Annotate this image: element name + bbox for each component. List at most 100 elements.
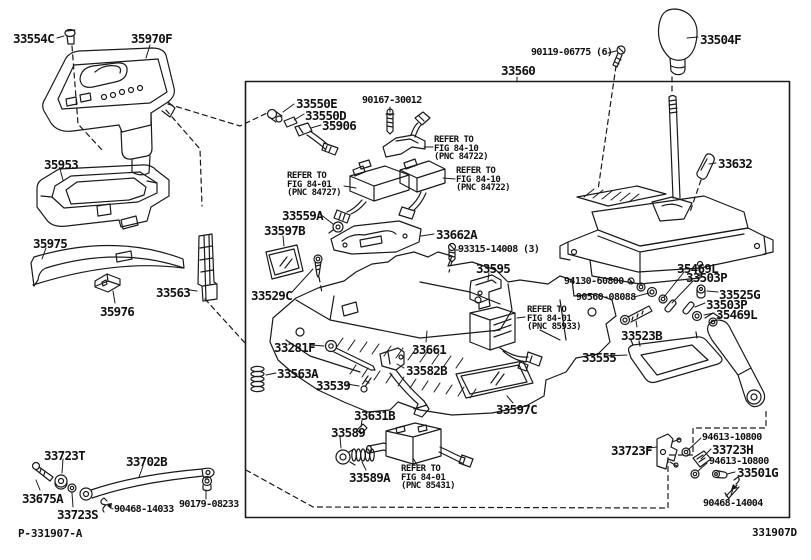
part-label-33550D: 33550D — [305, 108, 347, 123]
part-label-33563: 33563 — [156, 285, 191, 300]
part-94613-10800-washer-1 — [681, 447, 691, 457]
part-90179-08233-nut — [201, 475, 213, 492]
part-33529C-bolt — [313, 254, 323, 278]
leader-lines — [35, 35, 738, 510]
part-label-33281F: 33281F — [274, 340, 316, 355]
part-label-33550E: 33550E — [296, 96, 338, 111]
part-label-33504F: 33504F — [700, 32, 742, 47]
part-90167-30012-bolt — [385, 108, 395, 135]
part-label-90179-08233: 90179-08233 — [179, 499, 239, 510]
part-33723S-ring — [67, 483, 77, 493]
part-label-33723F: 33723F — [611, 443, 653, 458]
part-35469L-ring-2 — [691, 310, 703, 322]
part-33595-bracket — [469, 274, 502, 310]
part-label-35970F: 35970F — [131, 31, 173, 46]
part-90560-08088-washer — [636, 282, 658, 298]
part-label-33661: 33661 — [412, 342, 447, 357]
part-label-33675A: 33675A — [22, 491, 64, 506]
part-33597B-pad — [265, 244, 304, 280]
part-label-refer-8410-2: REFER TO FIG 84-10 (PNC 84722) — [456, 166, 511, 193]
part-label-33632: 33632 — [718, 156, 753, 171]
part-90468-14033-clip — [100, 497, 108, 513]
part-33504F-knob — [657, 8, 698, 76]
part-label-33501G: 33501G — [737, 465, 779, 480]
part-label-33597B: 33597B — [264, 223, 306, 238]
part-33702B-control-rod — [79, 467, 215, 501]
part-label-33595: 33595 — [476, 261, 511, 276]
part-label-33529C: 33529C — [251, 288, 293, 303]
part-33281F-rod — [324, 339, 376, 371]
part-label-35976: 35976 — [100, 304, 135, 319]
part-label-33723H: 33723H — [712, 442, 754, 457]
part-label-90167-30012: 90167-30012 — [362, 95, 422, 106]
part-label-90119-06775: 90119-06775 (6) — [531, 47, 613, 58]
part-label-33503P-2: 33503P — [706, 297, 748, 312]
part-label-35953: 35953 — [44, 157, 79, 172]
part-label-refer-8401-2: REFER TO FIG 84-01 (PNC 85431) — [401, 464, 456, 491]
part-33523B-bolt — [619, 305, 653, 326]
part-label-33631B: 33631B — [354, 408, 396, 423]
part-33503P-pin-2 — [682, 301, 695, 315]
part-pnc85933-ecu — [469, 306, 543, 372]
part-33723F-bracket — [656, 433, 682, 470]
part-33563-bracket — [197, 233, 218, 302]
part-label-33662A: 33662A — [436, 227, 478, 242]
part-label-plate-code: P-331907-A — [18, 527, 83, 540]
part-label-33563A: 33563A — [277, 366, 319, 381]
part-label-90468-14033: 90468-14033 — [114, 504, 174, 515]
part-label-94613-10800-2: 94613-10800 — [709, 456, 769, 467]
part-label-90560-08088: 90560-08088 — [576, 292, 636, 303]
part-35970F-console-panel — [42, 47, 176, 176]
part-33597C-pad — [455, 360, 534, 399]
part-33723T-bolt — [31, 461, 54, 482]
part-pnc84722-switch — [398, 158, 446, 220]
part-label-33554C: 33554C — [13, 31, 55, 46]
part-label-refer-8401-1: REFER TO FIG 84-01 (PNC 84727) — [287, 171, 342, 198]
part-33539-bolt — [360, 375, 372, 393]
part-label-33597C: 33597C — [496, 402, 538, 417]
part-33503P-pin-1 — [664, 299, 677, 313]
part-35953-console-base — [36, 164, 170, 230]
part-33555-frame — [627, 331, 723, 384]
part-33723H-plate — [692, 450, 712, 468]
part-33550D — [283, 116, 298, 128]
part-label-90468-14004: 90468-14004 — [703, 498, 763, 509]
part-33582B-detent-rod — [379, 347, 430, 418]
part-33525G-collar — [696, 284, 706, 299]
part-label-33560: 33560 — [501, 63, 536, 78]
part-33631B-pin — [356, 423, 368, 435]
part-93315-14008-bolt — [447, 242, 457, 263]
part-33554C-clip — [64, 28, 76, 45]
part-label-33589A: 33589A — [349, 470, 391, 485]
part-pnc84727-switch — [333, 159, 410, 224]
part-label-35975: 35975 — [33, 236, 68, 251]
part-label-35469L-2: 35469L — [716, 307, 758, 322]
part-label-94130-60800: 94130-60800 — [564, 276, 624, 287]
part-label-33555: 33555 — [582, 350, 617, 365]
part-label-35906: 35906 — [322, 118, 357, 133]
part-label-35469L-1: 35469L — [677, 261, 719, 276]
part-label-33523B: 33523B — [621, 328, 663, 343]
part-35469L-ring-1 — [658, 294, 668, 304]
part-90119-06775-bolt — [612, 45, 626, 68]
part-33559A-grommet — [328, 221, 344, 234]
part-94130-60800-bolt — [627, 277, 635, 285]
part-33675A-bushing — [54, 474, 68, 490]
part-label-refer-8401-3: REFER TO FIG 84-01 (PNC 85933) — [527, 305, 582, 332]
part-94613-10800-washer-2 — [690, 469, 700, 479]
part-35906-wire — [294, 122, 339, 156]
part-35975-trim-strip — [30, 244, 185, 287]
part-label-33503P-1: 33503P — [686, 270, 728, 285]
part-lever-housing — [559, 185, 774, 285]
part-label-33589: 33589 — [331, 425, 366, 440]
part-33661-main-body — [269, 251, 617, 416]
part-35976-small-cover — [94, 273, 121, 293]
part-label-33539: 33539 — [316, 378, 351, 393]
part-label-figure-code: 331907D — [752, 526, 797, 539]
part-label-33702B: 33702B — [126, 454, 168, 469]
part-lever-arm — [704, 312, 766, 408]
part-label-94613-10800-1: 94613-10800 — [702, 432, 762, 443]
part-label-33723S: 33723S — [57, 507, 99, 522]
part-label-33525G: 33525G — [719, 287, 761, 302]
